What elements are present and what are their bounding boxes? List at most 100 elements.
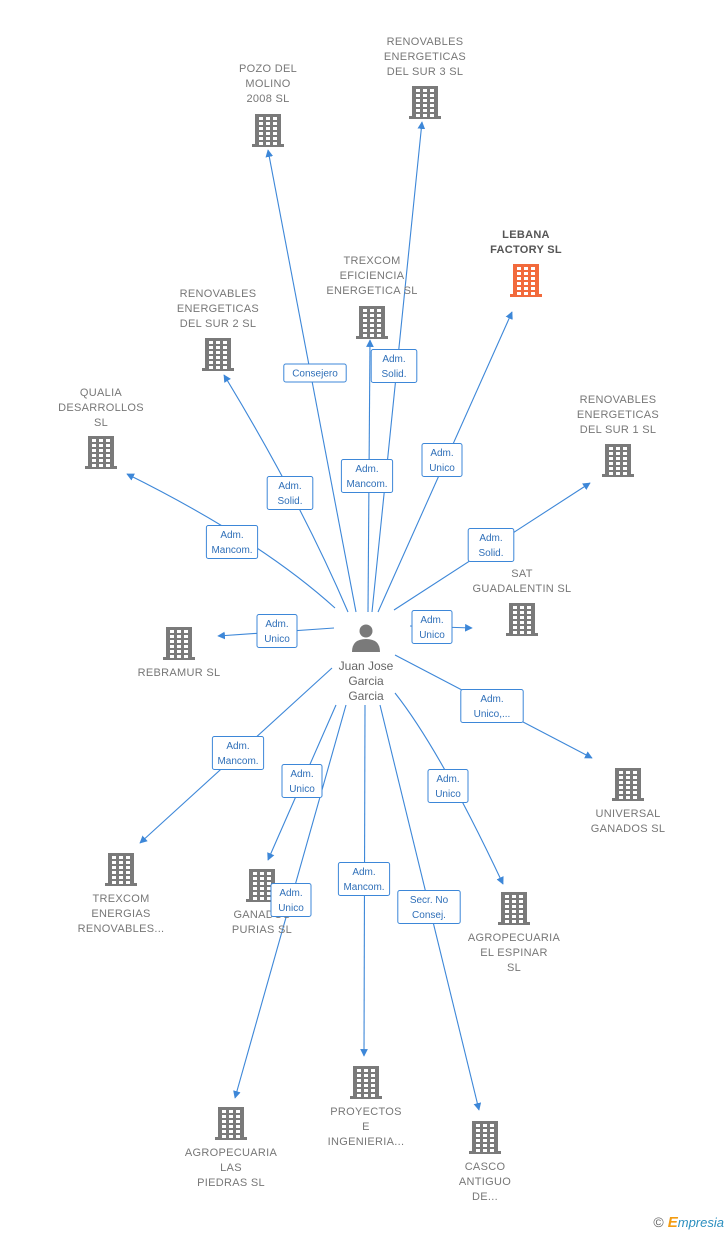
edge-label-text: Unico	[289, 784, 315, 795]
company-label: DEL SUR 3 SL	[387, 66, 464, 78]
company-label: ENERGIAS	[91, 908, 150, 920]
company-label: FACTORY SL	[490, 244, 562, 256]
building-icon	[85, 436, 117, 469]
company-label: POZO DEL	[239, 63, 297, 75]
company-label: ENERGETICA SL	[326, 285, 417, 297]
company-label: ENERGETICAS	[384, 51, 466, 63]
edge-label-text: Adm.	[290, 769, 313, 780]
company-label: SL	[94, 417, 108, 429]
edge-label-text: Adm.	[352, 867, 375, 878]
edge-label-text: Unico	[419, 630, 445, 641]
copyright-symbol: ©	[653, 1214, 664, 1230]
brand-logo-initial: E	[667, 1214, 678, 1231]
company-label: TREXCOM	[92, 893, 149, 905]
company-label: ENERGETICAS	[577, 409, 659, 421]
edge-label-text: Unico	[264, 634, 290, 645]
edge-label-qualia[interactable]: Adm. Mancom.	[205, 525, 259, 559]
edge-label-text: Adm.	[220, 530, 243, 541]
building-icon	[105, 853, 137, 886]
building-icon	[409, 86, 441, 119]
edge-labels-layer: ConsejeroAdm.Solid.Adm.UnicoAdm.Mancom.A…	[205, 349, 524, 924]
edge-label-trexenr[interactable]: Adm.Mancom.	[211, 736, 265, 770]
building-icon	[202, 338, 234, 371]
edge-label-text: Unico,...	[474, 709, 511, 720]
edge-label-text: Adm.	[355, 464, 378, 475]
company-label: TREXCOM	[343, 255, 400, 267]
company-label: AGROPECUARIA	[185, 1147, 278, 1159]
building-icon	[498, 892, 530, 925]
company-label: LAS	[220, 1162, 242, 1174]
footer-brand[interactable]: ©Empresia	[653, 1214, 724, 1231]
edge-label-trexef[interactable]: Adm.Mancom.	[340, 459, 394, 493]
edge-label-casco[interactable]: Secr. No Consej.	[397, 890, 461, 924]
edge-label-text: Solid.	[381, 369, 406, 380]
edge-label-text: Adm.	[279, 888, 302, 899]
edge-label-ren1[interactable]: Adm. Solid.	[467, 528, 515, 562]
company-label: AGROPECUARIA	[468, 932, 561, 944]
company-label: DEL SUR 1 SL	[580, 424, 657, 436]
company-label: RENOVABLES	[180, 288, 257, 300]
edge-label-text: Unico	[429, 463, 455, 474]
edge-label-proyectos[interactable]: Adm.Mancom.	[337, 862, 391, 896]
company-label: INGENIERIA...	[328, 1136, 405, 1148]
person-name-label: Garcia	[348, 689, 384, 703]
building-icon	[506, 603, 538, 636]
edge-label-text: Secr. No	[410, 895, 449, 906]
edge-label-rebramur[interactable]: Adm.Unico	[256, 614, 298, 648]
edge-label-sat[interactable]: Adm. Unico	[411, 610, 453, 644]
edge-label-lebana[interactable]: Adm. Unico	[421, 443, 463, 477]
company-node-casco[interactable]: CASCOANTIGUODE...	[459, 1121, 511, 1203]
edge-label-universal[interactable]: Adm.Unico,...	[460, 689, 524, 723]
edge-label-pozo[interactable]: Consejero	[283, 363, 347, 383]
company-label: DEL SUR 2 SL	[180, 318, 257, 330]
company-label: SAT	[511, 568, 532, 580]
company-label: PROYECTOS	[330, 1106, 402, 1118]
building-icon	[252, 114, 284, 147]
edge-label-text: Adm.	[420, 615, 443, 626]
person-name-label: Garcia	[348, 674, 384, 688]
edge-label-piedras[interactable]: Adm.Unico	[270, 883, 312, 917]
company-label: SL	[507, 962, 521, 974]
person-icon	[352, 624, 380, 652]
edge-label-text: Adm.	[479, 533, 502, 544]
edge-label-text: Consej.	[412, 910, 446, 921]
company-label: 2008 SL	[246, 93, 289, 105]
edge-label-text: Solid.	[478, 548, 503, 559]
company-node-ren1[interactable]: RENOVABLES ENERGETICAS DEL SUR 1 SL	[577, 394, 659, 477]
edge-label-text: Mancom.	[211, 545, 252, 556]
company-node-trexenr[interactable]: TREXCOM ENERGIAS RENOVABLES...	[78, 853, 165, 935]
company-label: QUALIA	[80, 387, 123, 399]
edge-label-ren3[interactable]: Adm.Solid.	[370, 349, 418, 383]
company-node-rebramur[interactable]: REBRAMUR SL	[138, 627, 221, 679]
edge-label-espinar[interactable]: Adm.Unico	[427, 769, 469, 803]
edge-label-text: Adm.	[226, 741, 249, 752]
edge-label-text: Adm.	[430, 448, 453, 459]
edge-label-ren2[interactable]: Adm.Solid.	[266, 476, 314, 510]
company-label: DE...	[472, 1191, 498, 1203]
company-label: ANTIGUO	[459, 1176, 511, 1188]
company-label: EL ESPINAR	[480, 947, 547, 959]
building-icon	[612, 768, 644, 801]
company-label: PURIAS SL	[232, 924, 292, 936]
building-icon	[215, 1107, 247, 1140]
building-icon	[163, 627, 195, 660]
company-label: RENOVABLES	[580, 394, 657, 406]
edge-label-ganados[interactable]: Adm. Unico	[281, 764, 323, 798]
person-name-label: Juan Jose	[339, 659, 394, 673]
building-icon	[356, 306, 388, 339]
company-node-proyectos[interactable]: PROYECTOS E INGENIERIA...	[328, 1066, 405, 1148]
company-label: RENOVABLES...	[78, 923, 165, 935]
company-label: E	[362, 1121, 370, 1133]
company-node-espinar[interactable]: AGROPECUARIA EL ESPINAR SL	[468, 892, 561, 974]
